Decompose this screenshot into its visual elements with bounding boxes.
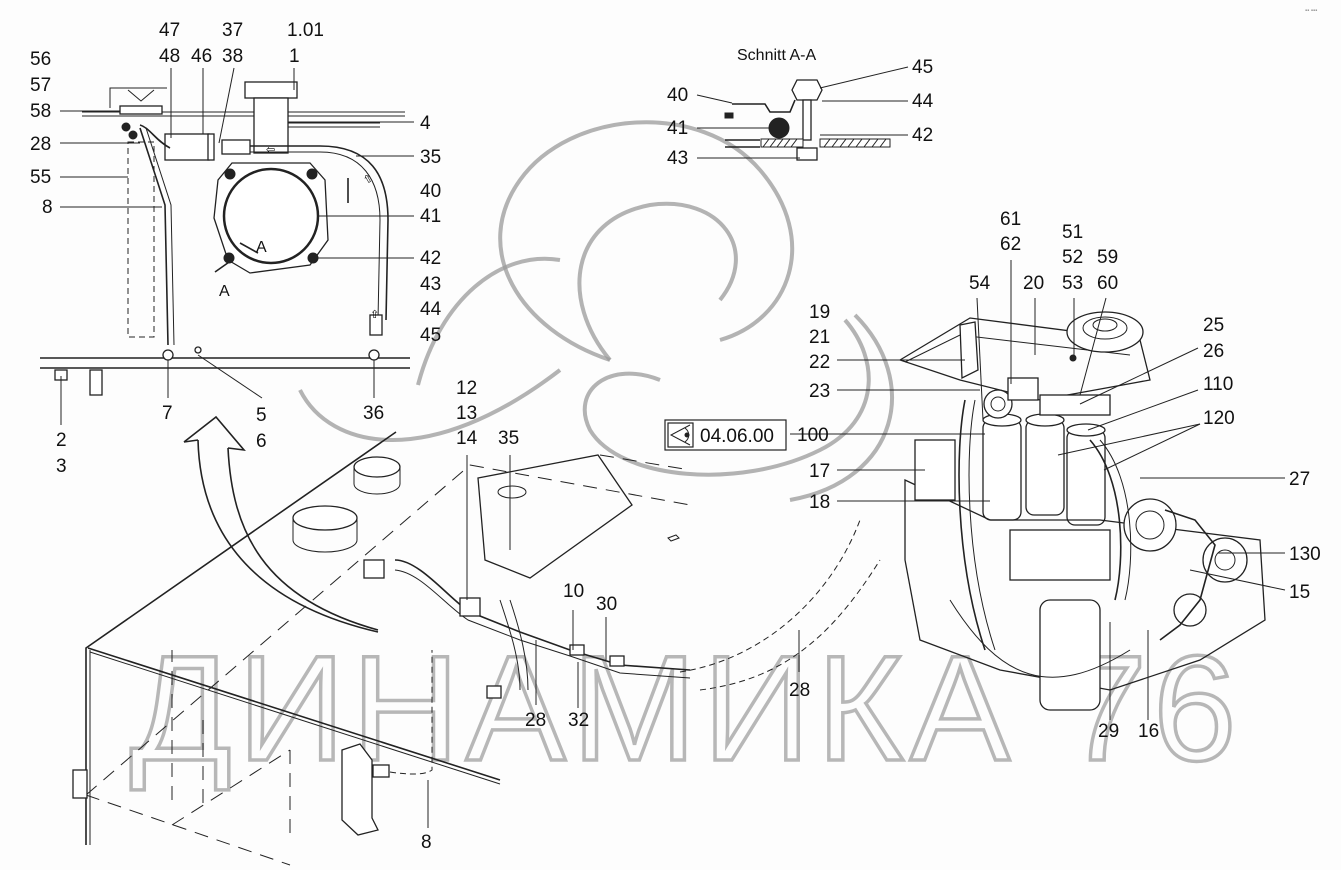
callout-36: 36	[363, 403, 384, 424]
callout-45: 45	[420, 325, 441, 346]
callout-7: 7	[162, 403, 173, 424]
callout-44: 44	[420, 299, 442, 320]
reference-code: 04.06.00	[700, 426, 774, 447]
callout-43: 43	[420, 274, 441, 295]
callout-30: 30	[596, 594, 617, 615]
callout-51: 51	[1062, 222, 1083, 243]
callout-section-45: 45	[912, 57, 933, 78]
callout-61: 61	[1000, 209, 1021, 230]
callout-10: 10	[563, 581, 584, 602]
callout-38: 38	[222, 46, 243, 67]
callout-28-tank-b: 28	[789, 680, 810, 701]
callout-6: 6	[256, 431, 267, 452]
section-labels: 40 41 43 45 44 42	[667, 57, 934, 169]
svg-text:⇧: ⇧	[370, 308, 379, 321]
callout-57: 57	[30, 75, 51, 96]
callout-4: 4	[420, 113, 431, 134]
callout-58: 58	[30, 101, 51, 122]
callout-46: 46	[191, 46, 212, 67]
callout-55: 55	[30, 167, 51, 188]
callout-section-40: 40	[667, 85, 688, 106]
callout-32: 32	[568, 710, 589, 731]
callout-29: 29	[1098, 721, 1119, 742]
callout-27: 27	[1289, 469, 1310, 490]
callout-18: 18	[809, 492, 830, 513]
callout-17: 17	[809, 461, 830, 482]
callout-12: 12	[456, 378, 477, 399]
callout-section-43: 43	[667, 148, 688, 169]
callout-section-41: 41	[667, 118, 688, 139]
callout-21: 21	[809, 327, 830, 348]
callout-28: 28	[30, 134, 51, 155]
section-marker-a1: A	[256, 239, 267, 256]
callout-40: 40	[420, 181, 441, 202]
callout-110: 110	[1203, 374, 1233, 395]
tank-top-view: ⇦ ⇦ ⇧ A A	[40, 67, 414, 425]
callout-60: 60	[1097, 273, 1118, 294]
callout-1-01: 1.01	[287, 20, 324, 41]
callout-130: 130	[1289, 544, 1321, 565]
callout-19: 19	[809, 302, 830, 323]
callout-section-44: 44	[912, 91, 934, 112]
callout-16: 16	[1138, 721, 1159, 742]
callout-35-tank: 35	[498, 428, 519, 449]
engine-labels: 19 21 22 23 100 17 18 54 61 62 20 51 52 …	[797, 209, 1321, 742]
callout-20: 20	[1023, 273, 1044, 294]
callout-37: 37	[222, 20, 243, 41]
callout-2: 2	[56, 430, 67, 451]
section-a-a-detail: Schnitt A-A	[696, 47, 909, 161]
callout-41: 41	[420, 206, 441, 227]
callout-13: 13	[456, 403, 477, 424]
callout-8: 8	[42, 197, 53, 218]
callout-1: 1	[289, 46, 300, 67]
callout-14: 14	[456, 428, 478, 449]
tank-labels: 12 13 14 35 10 30 28 32 28 8	[421, 378, 810, 853]
callout-25: 25	[1203, 315, 1224, 336]
callout-22: 22	[809, 352, 830, 373]
callout-120: 120	[1203, 408, 1235, 429]
svg-text:⇦: ⇦	[266, 143, 275, 156]
callout-28-tank-a: 28	[525, 710, 546, 731]
callout-42: 42	[420, 248, 441, 269]
corner-mark: ▪▪ ▪▪▪	[1305, 8, 1317, 14]
engine-assembly	[790, 260, 1286, 720]
callout-56: 56	[30, 49, 51, 70]
callout-54: 54	[969, 273, 991, 294]
callout-35: 35	[420, 147, 441, 168]
callout-15: 15	[1289, 582, 1310, 603]
callout-26: 26	[1203, 341, 1224, 362]
callout-8-tank: 8	[421, 832, 432, 853]
callout-52: 52	[1062, 247, 1083, 268]
callout-48: 48	[159, 46, 180, 67]
callout-5: 5	[256, 405, 267, 426]
callout-47: 47	[159, 20, 180, 41]
callout-3: 3	[56, 456, 67, 477]
callout-section-42: 42	[912, 125, 933, 146]
callout-62: 62	[1000, 234, 1021, 255]
callout-53: 53	[1062, 273, 1083, 294]
callout-59: 59	[1097, 247, 1118, 268]
watermark-swirl-logo	[298, 120, 894, 502]
top-view-labels: 56 57 58 28 55 8 47 48 46 37 38 1.01 1 4…	[30, 20, 442, 477]
eye-view-icon	[669, 424, 691, 446]
reference-link[interactable]: 04.06.00	[664, 419, 787, 451]
callout-100: 100	[797, 425, 829, 446]
callout-23: 23	[809, 381, 830, 402]
fuel-tank-isometric	[72, 415, 881, 866]
section-title: Schnitt A-A	[737, 47, 816, 64]
section-marker-a2: A	[219, 283, 230, 300]
